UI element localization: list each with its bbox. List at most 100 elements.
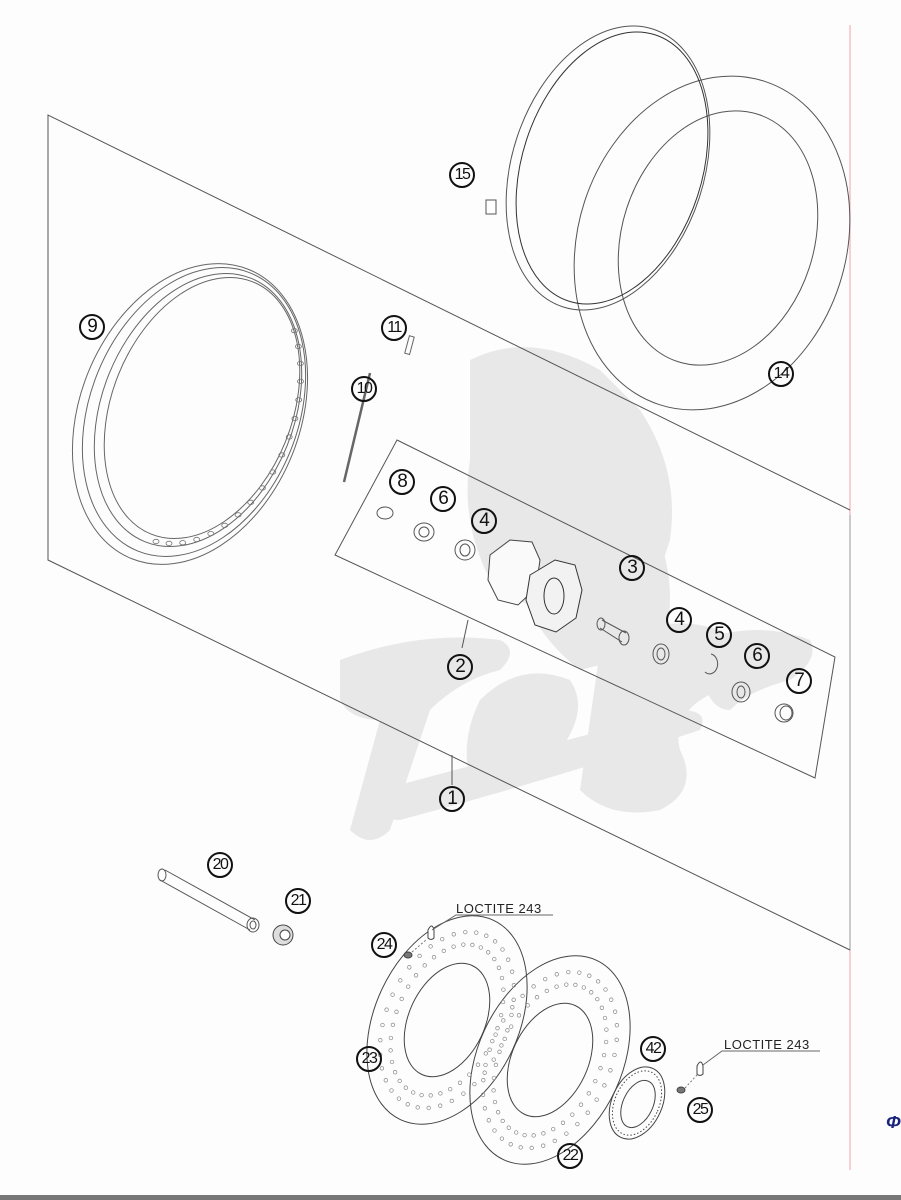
disc-hole <box>484 933 489 938</box>
disc-hole <box>417 953 422 959</box>
disc-hole <box>506 957 511 962</box>
disc-hole <box>482 1070 487 1075</box>
disc-hole <box>609 997 614 1002</box>
disc-hole <box>586 1091 591 1096</box>
rim-spoke-hole <box>285 434 293 440</box>
disc-hole <box>384 1007 389 1012</box>
disc-hole <box>486 950 491 955</box>
callout-22: 22 <box>557 1143 583 1169</box>
rim-band-drawing <box>485 25 711 311</box>
disc-hole <box>614 1037 619 1042</box>
rim-spoke-hole <box>291 415 299 422</box>
disc-hole <box>451 932 456 937</box>
disc-hole <box>490 1038 495 1044</box>
disc-hole <box>499 1136 505 1141</box>
disc-hole <box>577 970 582 975</box>
disc-hole <box>413 973 419 978</box>
loctite-note-2: LOCTITE 243 <box>724 1037 810 1052</box>
disc-hole <box>486 1118 491 1123</box>
rim-spoke-hole <box>179 540 187 546</box>
disc-hole <box>449 1098 454 1104</box>
disc-hole <box>603 987 608 992</box>
disc-hole <box>497 1049 502 1054</box>
rim-spoke-hole <box>278 452 286 458</box>
rim-spoke-hole <box>258 485 266 491</box>
disc-hole <box>491 1057 496 1062</box>
disc-hole <box>566 969 571 975</box>
disc-hole <box>511 997 516 1002</box>
disc-hole <box>422 963 427 968</box>
disc-hole <box>578 1102 584 1107</box>
bearing-4-drawing <box>454 539 476 561</box>
disc-hole <box>510 1005 515 1010</box>
seal-6-drawing <box>413 522 435 542</box>
disc-hole <box>493 1032 498 1037</box>
disc-hole <box>581 985 586 990</box>
disc-hole <box>431 955 437 960</box>
disc-hole <box>500 947 505 952</box>
disc-hole <box>390 1022 396 1028</box>
disc-hole <box>511 983 517 988</box>
disc-hole <box>378 1038 383 1043</box>
callout-20: 20 <box>207 852 233 878</box>
disc-hole <box>392 1070 398 1075</box>
disc-hole <box>438 1103 443 1108</box>
disc-hole <box>491 1075 497 1081</box>
hub-assembly-panel <box>334 439 836 779</box>
spacer-8-drawing <box>376 506 394 520</box>
rim-drawing <box>71 263 309 565</box>
disc-hole <box>399 996 404 1002</box>
disc-hole <box>543 976 548 982</box>
disc-hole <box>478 945 483 950</box>
disc-hole <box>406 984 411 989</box>
disc-hole <box>595 979 601 984</box>
callout-42: 42 <box>640 1036 666 1062</box>
rim-spoke-hole <box>165 540 173 547</box>
disc-hole <box>383 1078 388 1083</box>
disc-hole <box>500 999 506 1005</box>
disc-hole <box>514 1130 519 1135</box>
brake-disc-22-drawing <box>469 955 631 1165</box>
disc-hole <box>492 1128 497 1133</box>
spoke-nipple-drawing <box>404 335 415 356</box>
disc-hole <box>481 1078 486 1083</box>
disc-hole <box>508 1142 513 1147</box>
callout-24: 24 <box>371 932 397 958</box>
disc-hole <box>502 1036 507 1042</box>
callout-7: 7 <box>786 668 812 694</box>
bearing-4b-drawing <box>652 643 670 665</box>
disc-hole <box>520 993 525 999</box>
loctite-note-1: LOCTITE 243 <box>456 901 542 916</box>
screw-24-drawing <box>403 925 435 959</box>
disc-hole <box>390 992 395 997</box>
callout-2: 2 <box>447 654 473 680</box>
rim-spoke-hole <box>296 360 304 367</box>
disc-hole <box>451 944 456 949</box>
rim-spoke-hole <box>295 397 303 403</box>
rim-spoke-hole <box>234 512 242 518</box>
hub-flange-right <box>525 559 583 633</box>
hub-parts <box>376 506 794 723</box>
disc-hole <box>589 990 594 995</box>
disc-hole <box>415 1105 420 1110</box>
brake-disc-23-drawing <box>366 915 528 1125</box>
disc-hole <box>428 944 433 949</box>
callout-6b: 6 <box>744 643 770 669</box>
disc-hole <box>475 1062 481 1067</box>
disc-hole <box>573 982 578 988</box>
disc-hole <box>593 1078 598 1084</box>
callout-23: 23 <box>356 1046 382 1072</box>
disc-hole <box>407 965 412 970</box>
disc-hole <box>602 1015 608 1021</box>
callout-5: 5 <box>706 622 732 648</box>
callout-6a: 6 <box>430 486 456 512</box>
disc-hole <box>463 929 468 935</box>
disc-hole <box>411 1090 416 1095</box>
disc-hole <box>612 1009 618 1014</box>
disc-hole <box>389 1059 395 1065</box>
callout-25: 25 <box>687 1097 713 1123</box>
spacer-7-drawing <box>774 703 794 723</box>
callout-1: 1 <box>439 786 465 812</box>
disc-hole <box>461 942 466 947</box>
